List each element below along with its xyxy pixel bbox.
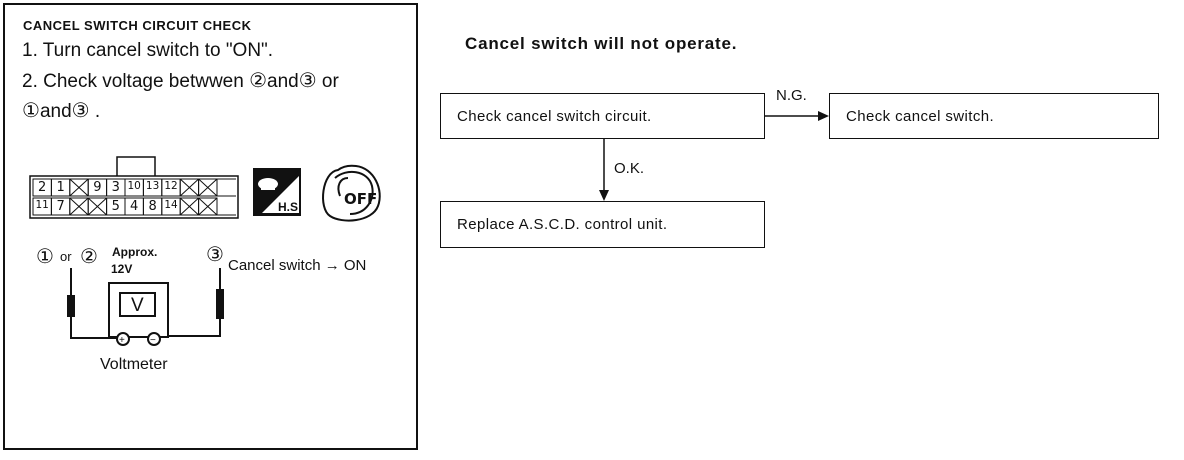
flowchart-title: Cancel switch will not operate. [465,34,738,53]
empty-cell-cross [198,178,218,197]
bottom-row-pin-number: 14 [164,199,178,211]
meter-symbol: V [131,295,144,316]
probe-terminal-1: ① [36,246,54,268]
bottom-row-pin-number: 8 [148,199,157,214]
step-2-text: 2. Check voltage betwwen [22,71,250,92]
voltmeter-wiring [67,268,224,346]
box-replace-unit: Replace A.S.C.D. control unit. [440,201,765,248]
top-row-pin-number: 12 [164,180,178,192]
empty-cell-cross [198,197,218,216]
empty-cell-cross [87,197,107,216]
approx-voltage: 12V [111,262,133,276]
terminal-3: ③ [298,70,317,92]
empty-cell-cross [69,178,89,197]
panel-title: CANCEL SWITCH CIRCUIT CHECK [23,18,252,33]
terminal-1: ① [22,100,40,122]
connector-cells [32,178,218,216]
top-row-pin-number: 2 [38,180,47,195]
circuit-check-panel: CANCEL SWITCH CIRCUIT CHECK 1. Turn canc… [3,3,418,450]
ignition-off-icon [322,164,381,222]
probe-terminal-2: ② [80,246,98,268]
hs-connector-icon [253,168,301,216]
step-2: 2. Check voltage betwwen ②and③ or [22,68,339,93]
plus-terminal: + [119,335,125,346]
bottom-row-pin-number: 4 [130,199,139,214]
bottom-row-pin-number: 7 [56,199,65,214]
terminal-3b: ③ [71,100,90,122]
empty-cell-cross [179,197,199,216]
top-row-pin-number: 1 [56,180,65,195]
top-row-pin-number: 3 [111,180,120,195]
step-1: 1. Turn cancel switch to "ON". [22,40,274,61]
step-3: ①and③ . [22,98,100,123]
hs-label: H.S [278,200,298,214]
approx-label: Approx. [112,245,158,259]
top-row-pin-number: 9 [93,180,102,195]
empty-cell-cross [179,178,199,197]
box-check-switch: Check cancel switch. [829,93,1159,139]
flow-arrows [599,111,829,201]
probe-terminal-3: ③ [206,244,224,266]
probe-or: or [60,249,72,264]
voltmeter-label: Voltmeter [100,356,168,373]
step-3-and: and [39,101,72,122]
minus-terminal: − [150,335,156,346]
cancel-switch-on-label: Cancel switch → ON [228,257,367,274]
ok-label: O.K. [614,160,645,177]
empty-cell-cross [69,197,89,216]
bottom-row-pin-number: 5 [111,199,120,214]
top-row-pin-number: 10 [127,180,141,192]
step-2-and: and [267,71,299,92]
bottom-row-cell [198,197,218,216]
top-row-cell [198,178,218,197]
off-label: OFF [344,190,377,208]
step-3-end: . [89,101,101,122]
step-2-or: or [316,71,339,92]
ng-label: N.G. [776,87,807,104]
terminal-2: ② [249,70,268,92]
bottom-row-pin-number: 11 [35,199,49,211]
top-row-pin-number: 13 [145,180,160,192]
box-check-circuit: Check cancel switch circuit. [440,93,765,139]
